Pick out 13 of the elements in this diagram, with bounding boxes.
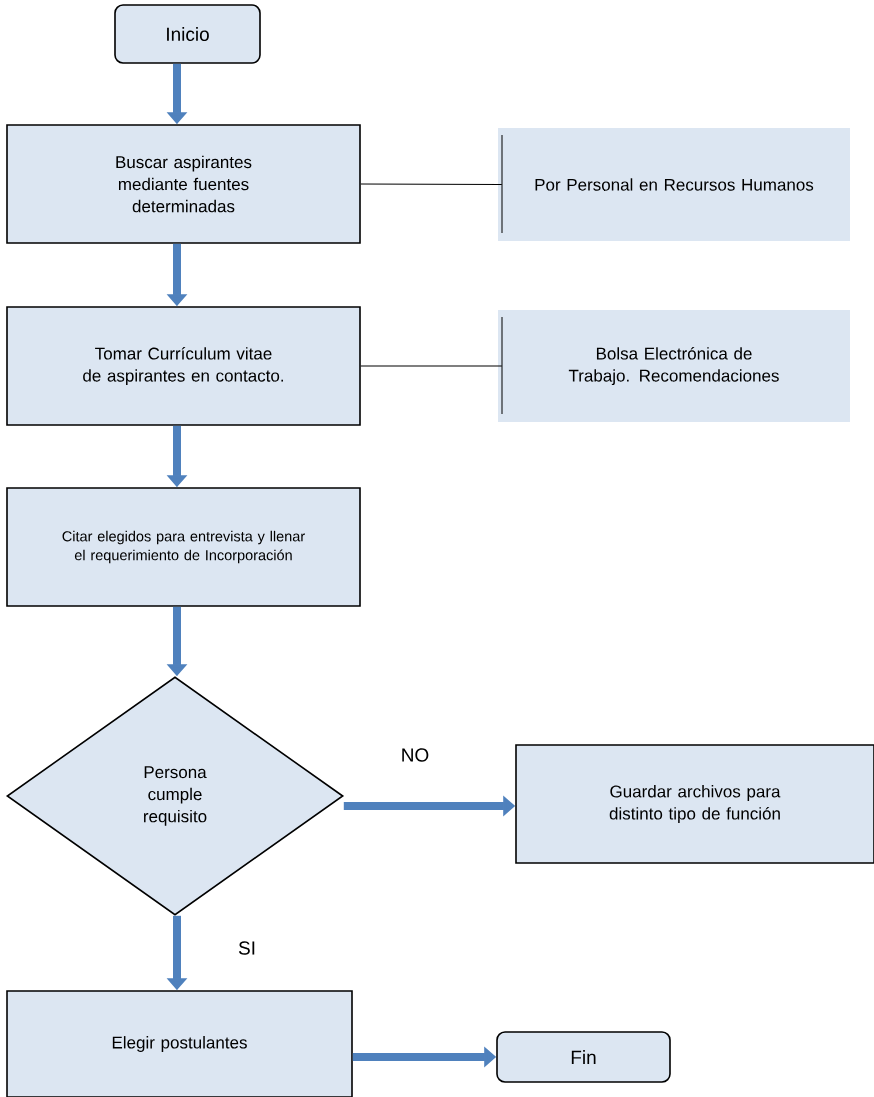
connector-line [360, 183, 503, 185]
process-box: Elegir postulantes [6, 990, 353, 1097]
connector-line [360, 365, 503, 367]
edge-label: SI [237, 940, 257, 956]
process-box: Guardar archivos para distinto tipo de función [515, 744, 874, 864]
process-box: Citar elegidos para entrevista y llenar el requerimiento de Incorporación [6, 487, 361, 607]
edge-label: NO [399, 747, 431, 763]
terminal-box: Inicio [114, 4, 261, 64]
terminal-box: Fin [496, 1031, 671, 1083]
note-box: Por Personal en Recursos Humanos [498, 128, 850, 241]
note-box: Bolsa Electrónica de Trabajo. Recomendaciones [498, 310, 850, 422]
process-box: Buscar aspirantes mediante fuentes determinadas [6, 124, 361, 244]
process-box: Tomar Currículum vitae de aspirantes en contacto. [6, 306, 361, 426]
